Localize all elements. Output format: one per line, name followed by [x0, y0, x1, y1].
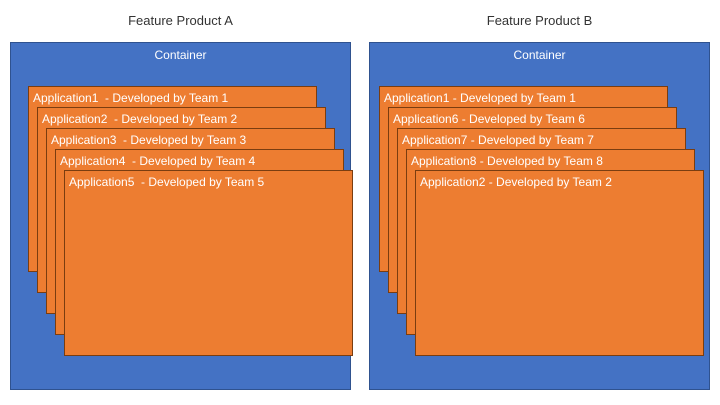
- application-label: Application1 - Developed by Team 1: [33, 91, 229, 105]
- container-label: Container: [154, 48, 207, 62]
- container-label: Container: [513, 48, 566, 62]
- application-label: Application2 - Developed by Team 2: [42, 112, 238, 126]
- feature-product-a-title: Feature Product A: [128, 13, 233, 28]
- application-card: Application2 - Developed by Team 2: [415, 170, 704, 356]
- application-label: Application4 - Developed by Team 4: [60, 154, 256, 168]
- application-label: Application1 - Developed by Team 1: [384, 91, 576, 105]
- application-label: Application3 - Developed by Team 3: [51, 133, 247, 147]
- application-label: Application8 - Developed by Team 8: [411, 154, 603, 168]
- container-product-a: Container Application1 - Developed by Te…: [10, 42, 353, 390]
- container-product-b: Container Application1 - Developed by Te…: [369, 42, 710, 390]
- application-label: Application2 - Developed by Team 2: [420, 175, 612, 189]
- application-label: Application7 - Developed by Team 7: [402, 133, 594, 147]
- application-card: Application5 - Developed by Team 5: [64, 170, 353, 356]
- feature-product-b-title: Feature Product B: [486, 13, 593, 28]
- application-label: Application6 - Developed by Team 6: [393, 112, 585, 126]
- application-label: Application5 - Developed by Team 5: [69, 175, 265, 189]
